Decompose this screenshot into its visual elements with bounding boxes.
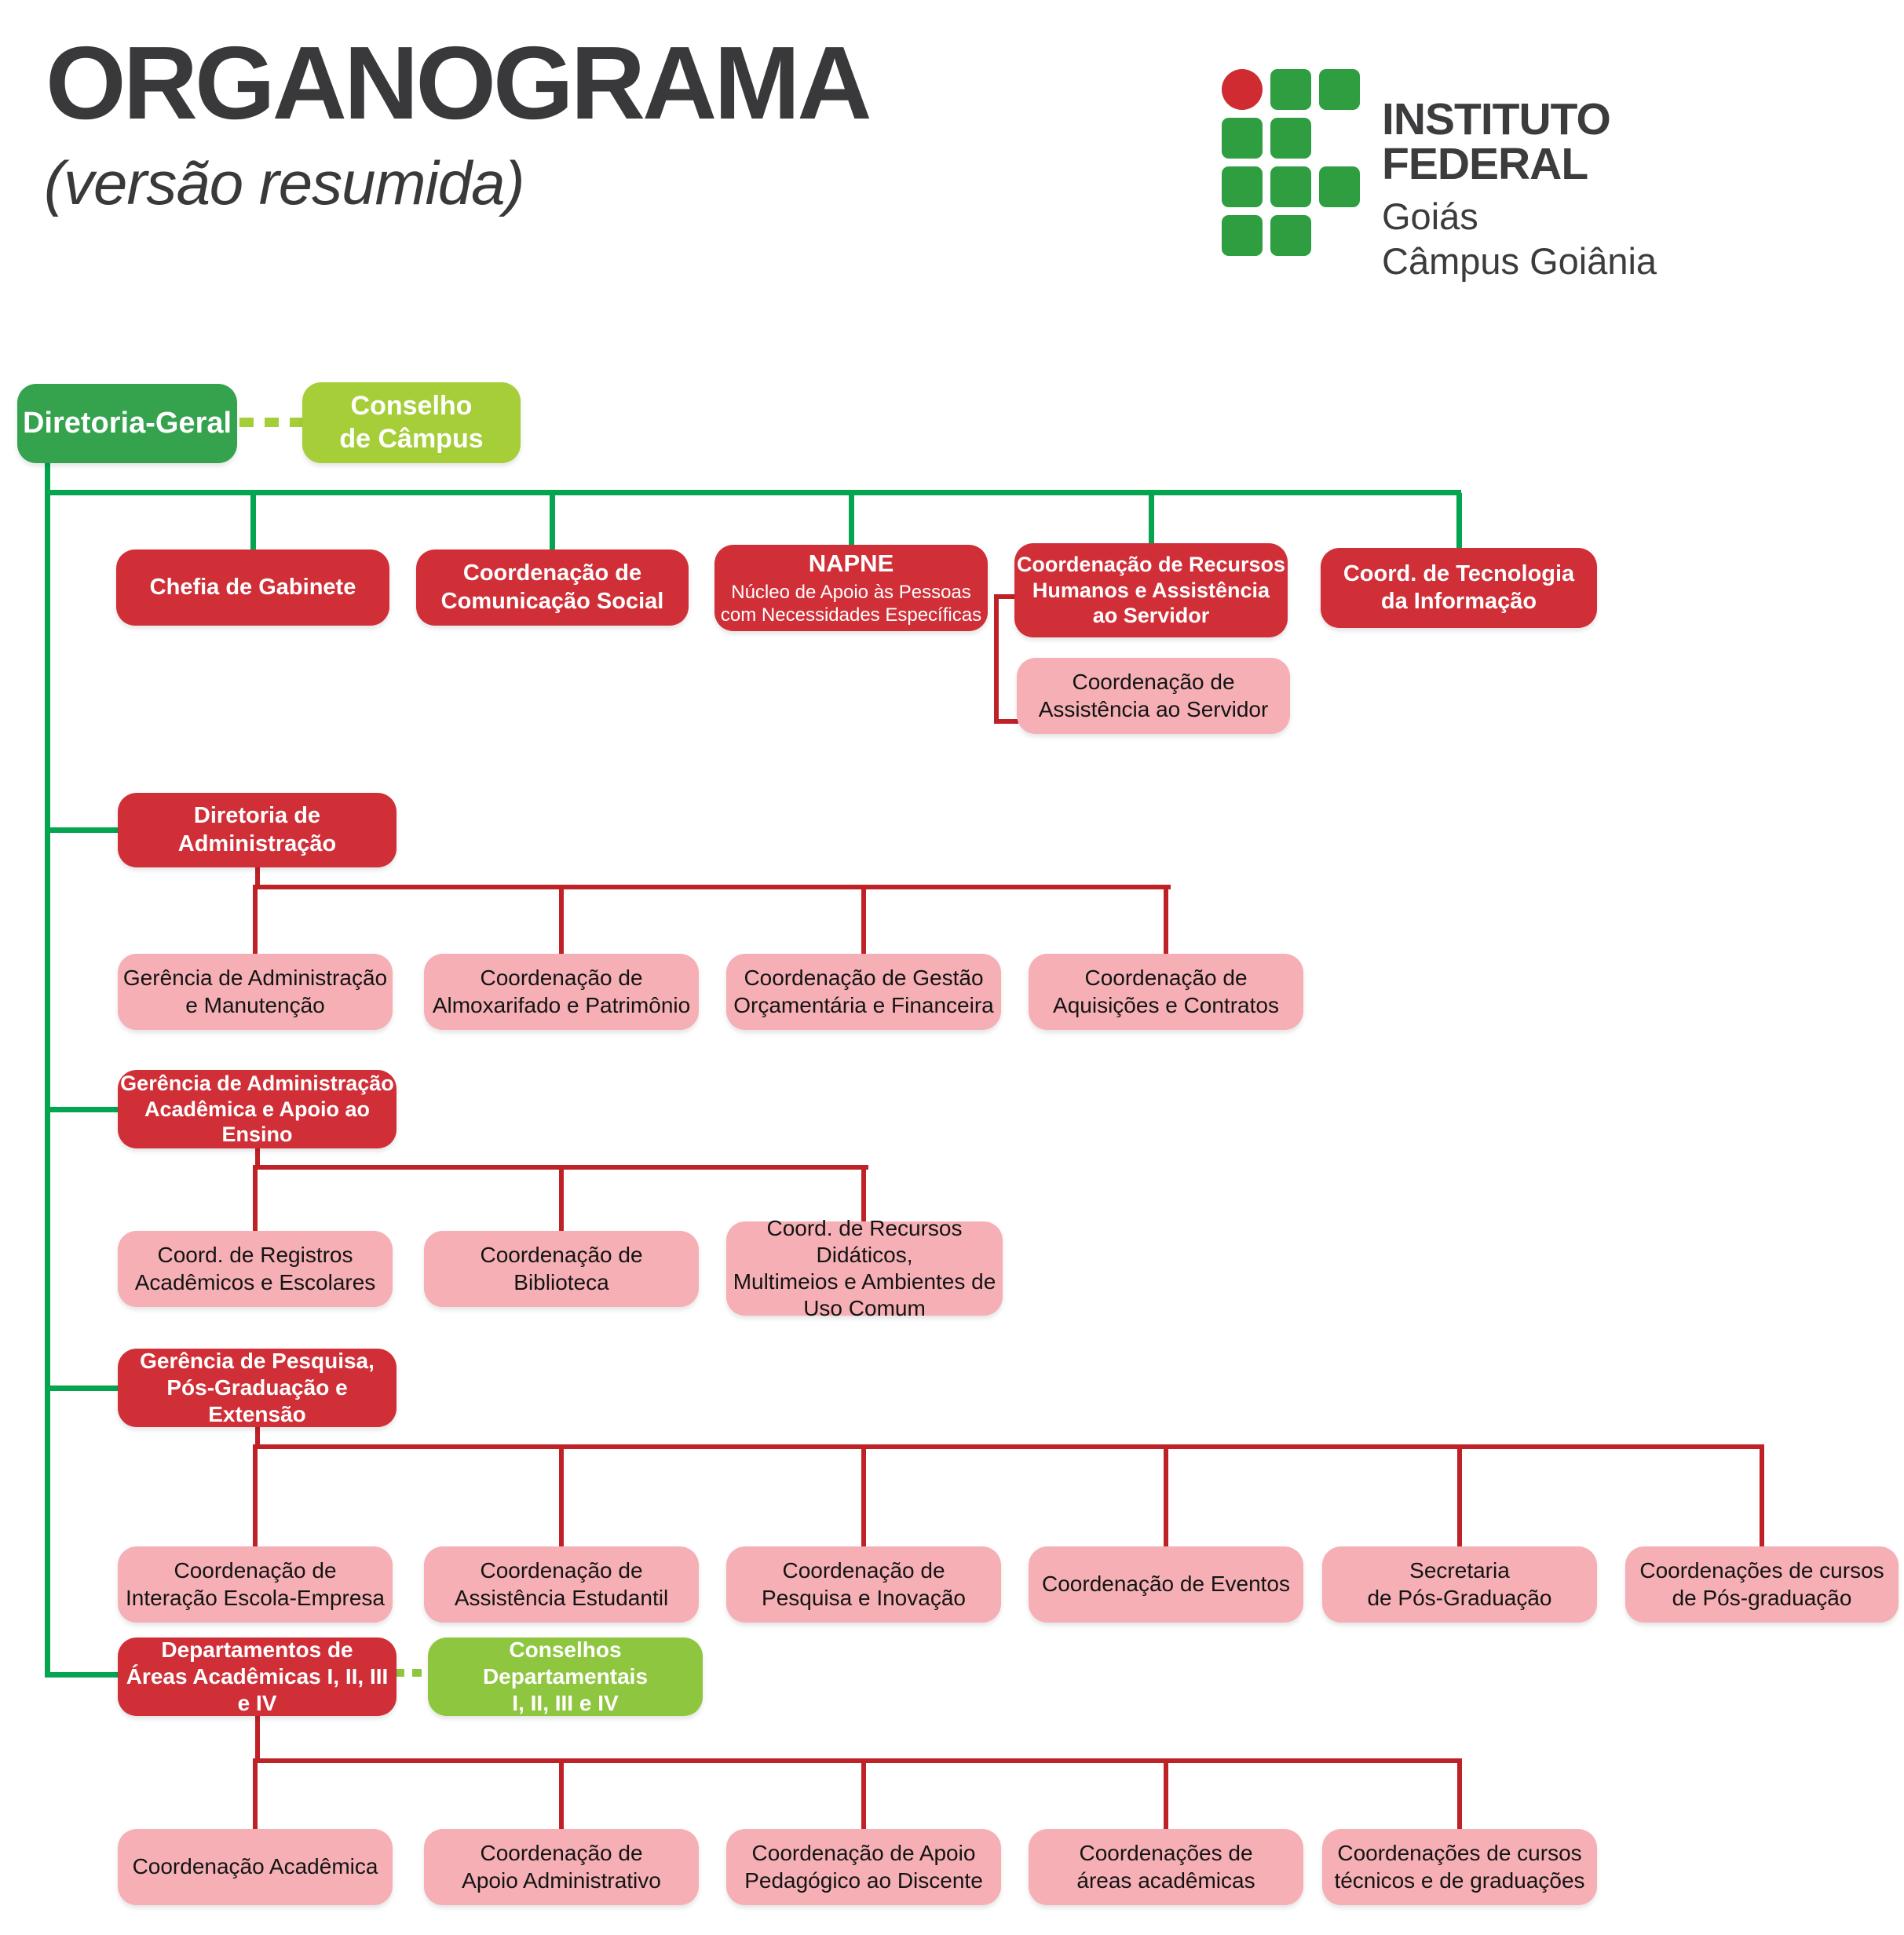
node-departamentos-areas: Departamentos de Áreas Acadêmicas I, II,…: [118, 1637, 397, 1716]
logo-square-icon: [1270, 69, 1311, 110]
connector-drop: [559, 1165, 564, 1231]
node-gerencia-adm-manutencao: Gerência de Administração e Manutenção: [118, 954, 393, 1030]
connector-drop: [861, 1758, 866, 1829]
logo-campus: Câmpus Goiânia: [1382, 240, 1657, 282]
page-title: ORGANOGRAMA: [46, 25, 872, 141]
node-conselhos-departamentais: Conselhos Departamentais I, II, III e IV: [428, 1637, 703, 1716]
node-coordenacao-academica: Coordenação Acadêmica: [118, 1829, 393, 1905]
node-interacao-escola-empresa: Coordenação de Interação Escola-Empresa: [118, 1546, 393, 1623]
connector-drop: [550, 493, 555, 551]
logo-text: INSTITUTO FEDERAL Goiás Câmpus Goiânia: [1382, 94, 1803, 282]
connector-drop: [1456, 493, 1462, 549]
connector-group1-horizontal: [253, 885, 1171, 889]
node-biblioteca: Coordenação de Biblioteca: [424, 1231, 699, 1307]
logo-square-icon: [1319, 69, 1360, 110]
connector-drop: [1164, 1758, 1168, 1829]
connector-drop: [861, 1444, 866, 1546]
node-gestao-orcamentaria: Coordenação de Gestão Orçamentária e Fin…: [726, 954, 1001, 1030]
connector-trunk-vertical: [45, 459, 50, 1678]
node-coordenacoes-cursos-pos: Coordenações de cursos de Pós-graduação: [1625, 1546, 1899, 1623]
connector-drop: [559, 885, 564, 954]
node-recursos-didaticos: Coord. de Recursos Didáticos, Multimeios…: [726, 1216, 1003, 1320]
page-subtitle: (versão resumida): [44, 148, 525, 217]
logo-state: Goiás: [1382, 195, 1478, 237]
connector-drop: [1457, 1758, 1462, 1829]
connector-drop: [253, 885, 258, 954]
connector-group3-vertical: [255, 1427, 260, 1448]
connector-drop: [861, 1165, 866, 1223]
logo-dot-icon: [1222, 69, 1263, 110]
node-apoio-pedagogico: Coordenação de Apoio Pedagógico ao Disce…: [726, 1829, 1001, 1905]
node-diretoria-geral: Diretoria-Geral: [17, 384, 237, 463]
connector-drop: [559, 1444, 564, 1546]
connector-dashed-conselhos-departamentais: [395, 1669, 429, 1677]
connector-group2-vertical: [255, 1148, 260, 1168]
connector-branch-departamentos: [45, 1672, 119, 1678]
logo-square-icon: [1222, 215, 1263, 256]
logo-square-icon: [1270, 118, 1311, 159]
connector-rh-vertical: [994, 594, 999, 724]
node-gerencia-pesquisa: Gerência de Pesquisa, Pós-Graduação e Ex…: [118, 1349, 397, 1427]
connector-drop: [559, 1758, 564, 1829]
node-almoxarifado-patrimonio: Coordenação de Almoxarifado e Patrimônio: [424, 954, 699, 1030]
node-coordenacoes-areas-academicas: Coordenações de áreas acadêmicas: [1029, 1829, 1303, 1905]
logo-square-icon: [1270, 166, 1311, 207]
logo-square-icon: [1222, 166, 1263, 207]
connector-drop: [1457, 1444, 1462, 1546]
connector-group4-vertical: [255, 1716, 260, 1762]
logo-square-icon: [1319, 166, 1360, 207]
connector-dashed-conselho: [239, 418, 302, 427]
node-secretaria-pos-graduacao: Secretaria de Pós-Graduação: [1322, 1546, 1597, 1623]
connector-drop: [1164, 885, 1168, 954]
connector-rh-stub-bottom: [994, 719, 1018, 724]
node-tecnologia-informacao: Coord. de Tecnologia da Informação: [1321, 548, 1597, 628]
connector-group4-horizontal: [253, 1758, 1462, 1763]
connector-branch-academica: [46, 1107, 119, 1112]
connector-rh-stub-top: [994, 594, 1016, 599]
connector-drop: [1760, 1444, 1764, 1546]
connector-drop: [861, 885, 866, 954]
connector-branch-pesquisa: [46, 1386, 119, 1391]
node-conselho-de-campus: Conselho de Câmpus: [302, 382, 521, 463]
node-aquisicoes-contratos: Coordenação de Aquisições e Contratos: [1029, 954, 1303, 1030]
node-assistencia-ao-servidor: Coordenação de Assistência ao Servidor: [1017, 658, 1290, 734]
node-chefia-de-gabinete: Chefia de Gabinete: [116, 549, 389, 626]
connector-drop: [250, 493, 256, 551]
connector-branch-administracao: [46, 827, 119, 833]
connector-drop: [1149, 493, 1154, 545]
logo-square-icon: [1222, 118, 1263, 159]
node-pesquisa-inovacao: Coordenação de Pesquisa e Inovação: [726, 1546, 1001, 1623]
instituto-federal-logo: INSTITUTO FEDERAL Goiás Câmpus Goiânia: [1222, 69, 1803, 279]
node-napne: NAPNE Núcleo de Apoio às Pessoas com Nec…: [714, 545, 988, 631]
node-coordenacoes-cursos-tecnicos: Coordenações de cursos técnicos e de gra…: [1322, 1829, 1597, 1905]
node-apoio-administrativo: Coordenação de Apoio Administrativo: [424, 1829, 699, 1905]
node-comunicacao-social: Coordenação de Comunicação Social: [416, 549, 689, 626]
connector-drop: [253, 1758, 258, 1829]
node-diretoria-administracao: Diretoria de Administração: [118, 793, 397, 867]
connector-drop: [1164, 1444, 1168, 1546]
logo-institution-name: INSTITUTO FEDERAL: [1382, 94, 1611, 189]
node-registros-academicos: Coord. de Registros Acadêmicos e Escolar…: [118, 1231, 393, 1307]
node-eventos: Coordenação de Eventos: [1029, 1546, 1303, 1623]
node-recursos-humanos: Coordenação de Recursos Humanos e Assist…: [1014, 543, 1288, 637]
node-gerencia-adm-academica: Gerência de Administração Acadêmica e Ap…: [118, 1070, 397, 1148]
connector-group3-horizontal: [253, 1444, 1764, 1449]
logo-square-icon: [1270, 215, 1311, 256]
connector-drop: [253, 1444, 258, 1546]
connector-drop: [253, 1165, 258, 1231]
napne-subtitle: Núcleo de Apoio às Pessoas com Necessida…: [720, 582, 982, 626]
connector-group1-vertical: [255, 867, 260, 888]
node-assistencia-estudantil: Coordenação de Assistência Estudantil: [424, 1546, 699, 1623]
connector-drop: [849, 493, 854, 546]
napne-title: NAPNE: [808, 549, 894, 578]
connector-top-horizontal: [45, 490, 1461, 495]
